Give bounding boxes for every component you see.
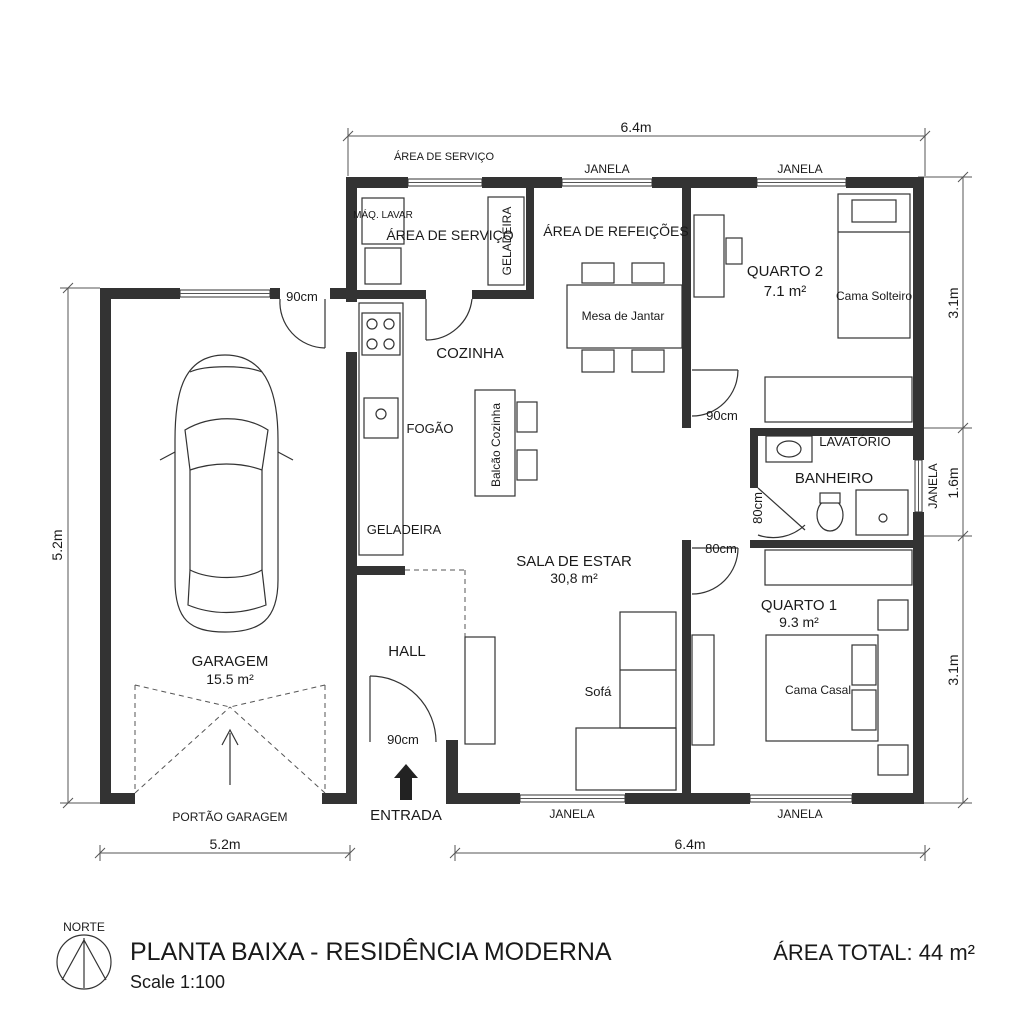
bedroom2-area: 7.1 m² (764, 283, 807, 300)
north-arrow-icon (56, 934, 112, 990)
bedroom1-name: QUARTO 1 (761, 597, 837, 614)
kitchen-fridge-label: GELADEIRA (367, 522, 442, 537)
total-area: ÁREA TOTAL: 44 m² (773, 940, 975, 965)
garage-area: 15.5 m² (206, 671, 254, 687)
labels: 6.4m 5.2m 6.4m 5.2m 3.1m 1.6m 3.1m ÁREA … (49, 119, 975, 992)
north-label: NORTE (63, 920, 105, 934)
walls (100, 177, 924, 804)
bedroom2-name: QUARTO 2 (747, 263, 823, 280)
bathroom-furniture (765, 435, 909, 536)
living-furniture (464, 611, 677, 791)
kitchen-counter-label: Balcão Cozinha (489, 403, 503, 487)
service-window-label: ÁREA DE SERVIÇO (394, 150, 494, 163)
service-fridge-label: GELADEIRA (500, 207, 514, 276)
garage-car (159, 354, 294, 633)
dim-bottom-house: 6.4m (674, 836, 705, 852)
sofa-label: Sofá (585, 684, 613, 699)
single-bed-label: Cama Solteiro (836, 289, 912, 303)
dim-right-bottom: 3.1m (945, 654, 961, 685)
double-bed-label: Cama Casal (785, 683, 851, 697)
kitchen-furniture (358, 196, 683, 556)
window-label-top-2: JANELA (777, 162, 822, 176)
door-swings (279, 298, 806, 743)
dimension-lines (60, 128, 972, 861)
living-room-name: SALA DE ESTAR (516, 553, 632, 570)
plan-title: PLANTA BAIXA - RESIDÊNCIA MODERNA (130, 937, 612, 966)
windows (179, 178, 923, 803)
dim-left: 5.2m (49, 529, 65, 560)
entry-arrow-icon (394, 764, 418, 800)
bathroom-door-width: 80cm (750, 492, 765, 524)
dim-right-mid: 1.6m (945, 467, 961, 498)
dim-top: 6.4m (620, 119, 651, 135)
entrance-label: ENTRADA (370, 807, 442, 824)
hall-label: HALL (388, 643, 426, 660)
living-room-area: 30,8 m² (550, 570, 598, 586)
garage-gate-swing (134, 684, 326, 794)
washer-label: MÁQ. LAVAR (353, 208, 413, 221)
dim-right-top: 3.1m (945, 287, 961, 318)
dining-table-label: Mesa de Jantar (582, 309, 665, 323)
window-label-bottom-2: JANELA (777, 807, 822, 821)
hall-door-width: 90cm (387, 732, 419, 747)
window-label-right: JANELA (926, 463, 940, 508)
stove-label: FOGÃO (407, 421, 454, 436)
bedroom1-furniture (691, 549, 913, 776)
plan-scale: Scale 1:100 (130, 972, 225, 992)
bedroom1-door-width: 80cm (705, 541, 737, 556)
washbasin-label: LAVATÓRIO (819, 434, 891, 449)
window-label-top-1: JANELA (584, 162, 629, 176)
dim-bottom-garage: 5.2m (209, 836, 240, 852)
bedroom1-area: 9.3 m² (779, 614, 819, 630)
bathroom-label: BANHEIRO (795, 470, 873, 487)
garage-name: GARAGEM (192, 653, 269, 670)
bedroom2-furniture (693, 193, 913, 423)
garage-door-width: 90cm (286, 289, 318, 304)
bedroom2-door-width: 90cm (706, 408, 738, 423)
dining-area-label: ÁREA DE REFEIÇÕES (543, 223, 688, 239)
service-area-label: ÁREA DE SERVIÇO (386, 227, 513, 243)
window-label-bottom-1: JANELA (549, 807, 594, 821)
kitchen-label: COZINHA (436, 345, 504, 362)
garage-gate-label: PORTÃO GARAGEM (172, 810, 287, 824)
